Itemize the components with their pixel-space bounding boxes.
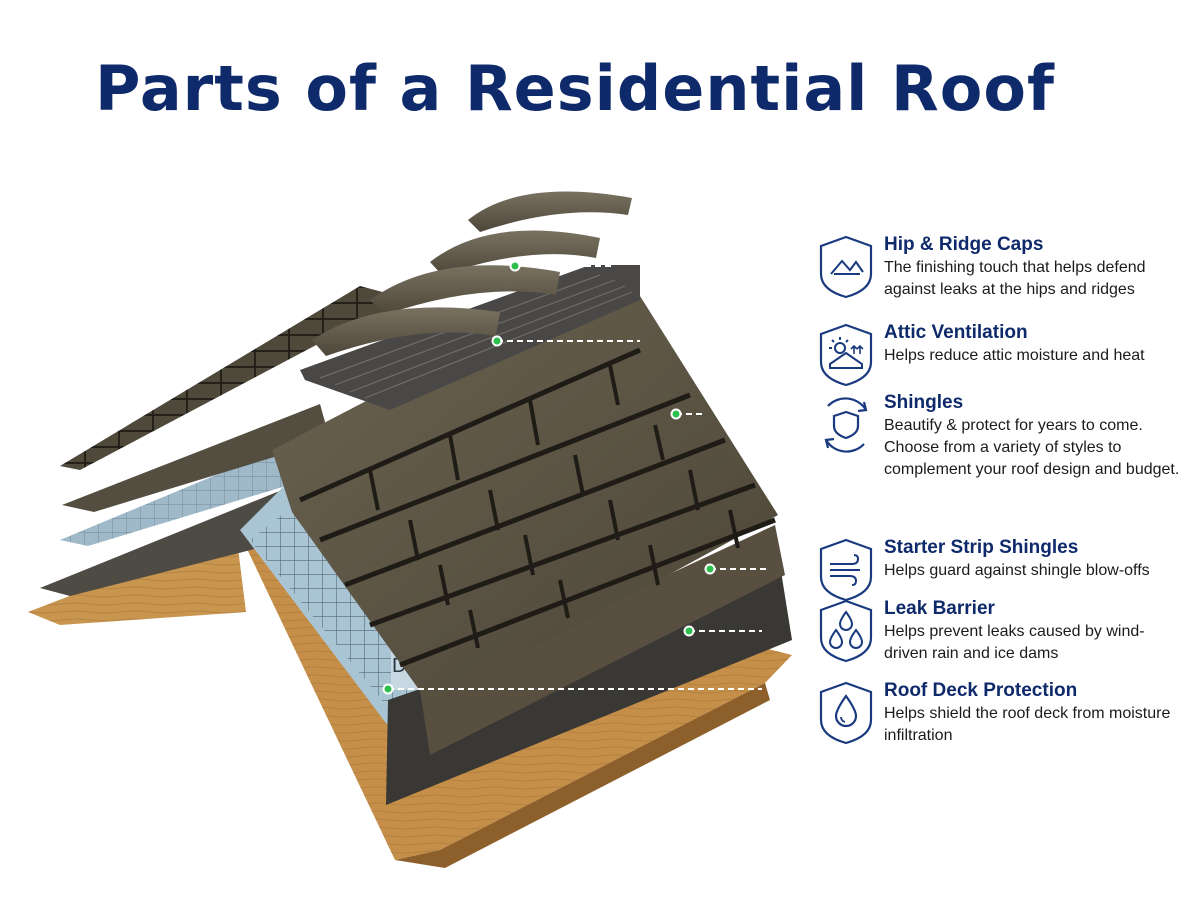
water-drops-icon: [819, 599, 873, 663]
wind-icon: [819, 538, 873, 602]
legend-description: Helps reduce attic moisture and heat: [884, 347, 1145, 364]
callout-dots: [382, 260, 716, 695]
legend-item-roof-deck-protection: Roof Deck Protection Helps shield the ro…: [816, 680, 1186, 750]
leak-barrier: [386, 565, 792, 805]
legend-title: Hip & Ridge Caps: [884, 234, 1044, 255]
legend-title: Starter Strip Shingles: [884, 537, 1079, 558]
callout-dot-roof-deck: [382, 683, 394, 695]
underlayment-left: [40, 404, 330, 596]
attic-ventilation-icon: [819, 323, 873, 387]
callout-dot-attic-ventilation: [491, 335, 503, 347]
callout-dot-starter-strip: [704, 563, 716, 575]
legend-title: Shingles: [884, 392, 964, 413]
hip-ridge-caps: [312, 191, 632, 356]
legend-item-leak-barrier: Leak Barrier Helps prevent leaks caused …: [816, 598, 1186, 668]
legend-description: Helps prevent leaks caused by wind-drive…: [884, 623, 1145, 662]
callout-dot-leak-barrier: [683, 625, 695, 637]
hip-ridge-icon: [819, 235, 873, 299]
callout-dot-hip-ridge: [509, 260, 521, 272]
water-drop-icon: [819, 681, 873, 745]
starter-strip: [420, 525, 785, 755]
legend-item-starter-strip-shingles: Starter Strip Shingles Helps guard again…: [816, 537, 1186, 607]
page-title: Parts of a Residential Roof: [95, 52, 1055, 125]
legend-title: Leak Barrier: [884, 598, 995, 619]
legend-description: Helps guard against shingle blow-offs: [884, 562, 1150, 579]
legend-description: Beautify & protect for years to come. Ch…: [884, 417, 1180, 478]
legend-item-attic-ventilation: Attic Ventilation Helps reduce attic moi…: [816, 322, 1186, 392]
legend-item-shingles: Shingles Beautify & protect for years to…: [816, 392, 1186, 478]
legend-title: Attic Ventilation: [884, 322, 1028, 343]
legend-title: Roof Deck Protection: [884, 680, 1078, 701]
shingles-shield-icon: [824, 397, 868, 453]
callout-dot-shingles: [670, 408, 682, 420]
legend-item-hip-ridge-caps: Hip & Ridge Caps The finishing touch tha…: [816, 234, 1186, 304]
legend-description: Helps shield the roof deck from moisture…: [884, 705, 1171, 744]
shingles-left: [60, 286, 412, 470]
legend-description: The finishing touch that helps defend ag…: [884, 259, 1146, 298]
